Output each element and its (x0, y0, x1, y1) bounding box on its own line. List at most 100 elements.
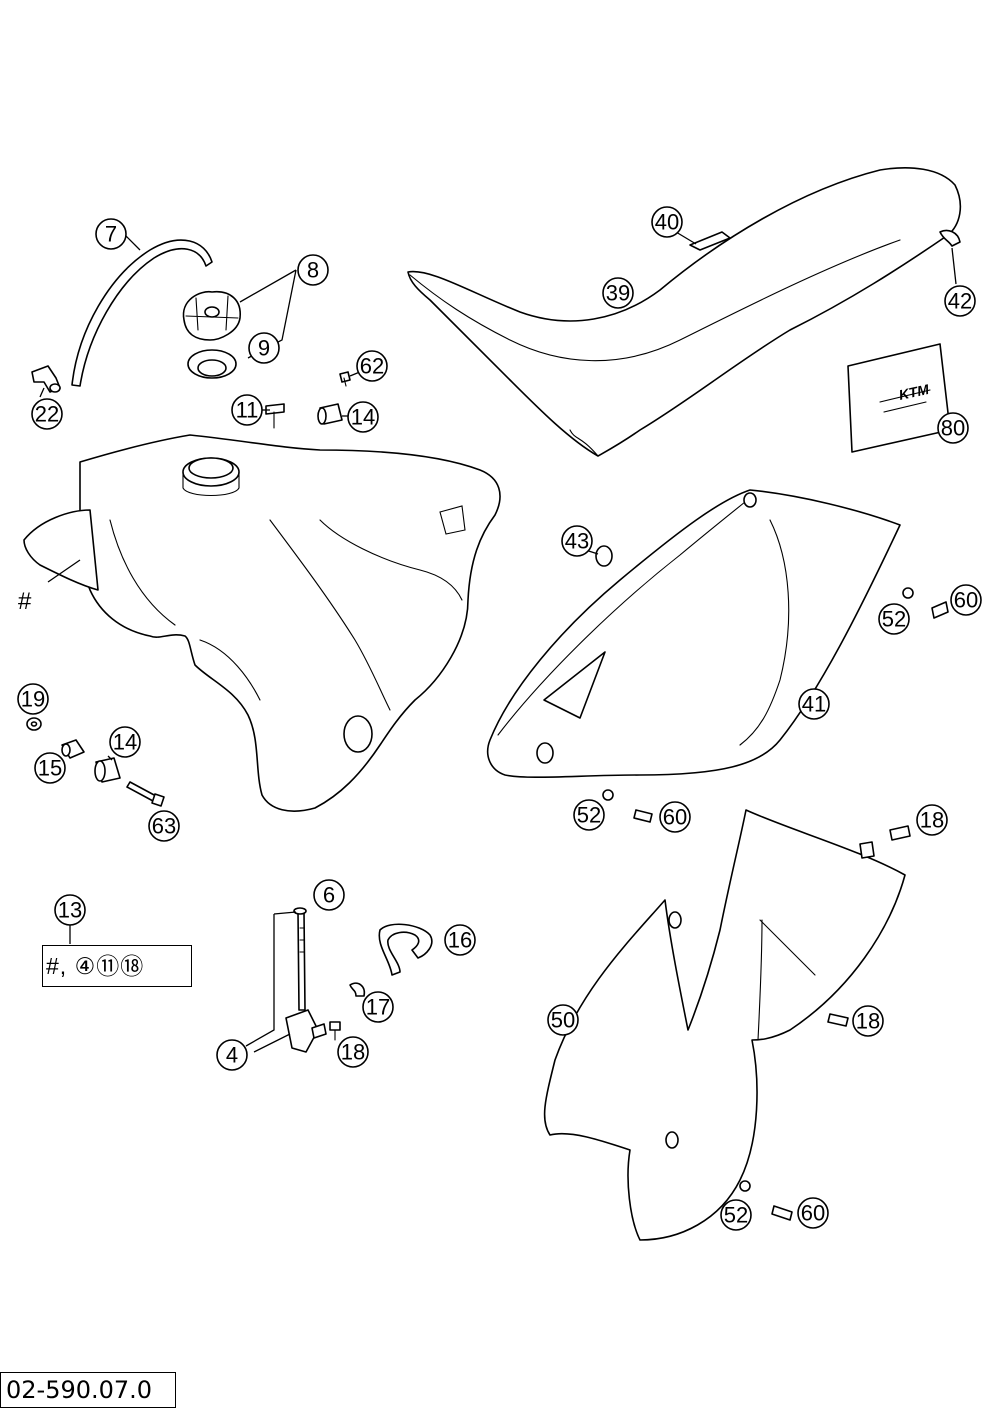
callout-13: 13 (54, 894, 86, 926)
washer-52-c (739, 1180, 751, 1192)
hose-clamp (349, 982, 366, 997)
callout-18-a: 18 (916, 804, 948, 836)
svg-text:18: 18 (920, 808, 944, 833)
seat-decal: KTM (847, 343, 951, 453)
callout-40: 40 (651, 206, 683, 238)
screw-18-a (889, 825, 911, 841)
drawing-code: 02-590.07.0 (6, 1376, 153, 1404)
callout-52-c: 52 (720, 1199, 752, 1231)
svg-text:40: 40 (655, 210, 679, 235)
screw-60-c (771, 1205, 793, 1221)
svg-text:7: 7 (105, 222, 117, 247)
callout-60-c: 60 (797, 1197, 829, 1229)
svg-text:14: 14 (351, 405, 375, 430)
kit-contents-text: #, ④⑪⑱ (46, 953, 145, 979)
callout-43: 43 (561, 525, 593, 557)
callout-52-a: 52 (878, 603, 910, 635)
svg-text:6: 6 (323, 883, 335, 908)
svg-text:42: 42 (948, 289, 972, 314)
callout-62: 62 (356, 350, 388, 382)
side-panel (543, 809, 906, 1241)
ktm-logo: KTM (897, 381, 930, 403)
svg-text:19: 19 (21, 687, 45, 712)
fuel-tank (23, 434, 501, 812)
svg-text:62: 62 (360, 354, 384, 379)
cap-gasket (187, 349, 237, 379)
svg-text:14: 14 (113, 730, 137, 755)
kit-contents-box (42, 945, 192, 987)
fuel-hose (378, 923, 433, 976)
svg-text:63: 63 (152, 814, 176, 839)
svg-text:13: 13 (58, 898, 82, 923)
callout-4: 4 (216, 1039, 248, 1071)
callout-52-b: 52 (573, 799, 605, 831)
filler-cap (182, 291, 241, 341)
svg-text:11: 11 (236, 398, 259, 423)
svg-text:22: 22 (35, 402, 59, 427)
svg-text:16: 16 (448, 928, 472, 953)
svg-text:8: 8 (307, 258, 319, 283)
callout-15: 15 (34, 752, 66, 784)
drawing-code-box (0, 1372, 176, 1408)
callout-6: 6 (313, 879, 345, 911)
svg-text:50: 50 (551, 1008, 575, 1033)
callout-11: 11 (231, 394, 263, 426)
screw-18-b (329, 1021, 341, 1041)
elbow-fitting (31, 365, 61, 393)
svg-text:60: 60 (801, 1201, 825, 1226)
callout-63: 63 (148, 810, 180, 842)
washer-19 (26, 717, 42, 731)
callout-18-c: 18 (852, 1005, 884, 1037)
svg-text:80: 80 (941, 416, 965, 441)
svg-text:41: 41 (802, 692, 826, 717)
bolt-63 (126, 781, 165, 807)
svg-text:52: 52 (577, 803, 601, 828)
collar-15 (61, 739, 85, 759)
svg-text:9: 9 (258, 336, 270, 361)
callout-80: 80 (937, 412, 969, 444)
svg-text:52: 52 (882, 607, 906, 632)
screw-18-c (827, 1013, 849, 1027)
tank-spoiler (486, 489, 901, 779)
callout-18-b: 18 (337, 1036, 369, 1068)
svg-text:18: 18 (341, 1040, 365, 1065)
bushing-14-top (317, 403, 343, 425)
washer-52-a (902, 587, 914, 599)
grommet-43 (595, 545, 613, 567)
callout-60-b: 60 (659, 801, 691, 833)
svg-text:60: 60 (954, 588, 978, 613)
callout-42: 42 (944, 285, 976, 317)
svg-text:60: 60 (663, 805, 687, 830)
callout-41: 41 (798, 688, 830, 720)
callout-14-top: 14 (347, 401, 379, 433)
svg-text:39: 39 (606, 281, 630, 306)
screw-60-a (931, 601, 949, 619)
bushing-14-lower (94, 757, 121, 783)
callout-9: 9 (248, 332, 280, 364)
seat (407, 167, 962, 457)
callout-7: 7 (95, 218, 127, 250)
svg-text:18: 18 (856, 1009, 880, 1034)
callout-19: 19 (17, 683, 49, 715)
hash-marker: # (18, 588, 32, 615)
svg-text:52: 52 (724, 1203, 748, 1228)
screw-11 (265, 403, 285, 429)
callout-39: 39 (602, 277, 634, 309)
washer-52-b (602, 789, 614, 801)
screw-60-b (633, 809, 653, 823)
callout-16: 16 (444, 924, 476, 956)
callout-17: 17 (362, 991, 394, 1023)
callout-50: 50 (547, 1004, 579, 1036)
svg-text:15: 15 (38, 756, 62, 781)
screw-62 (339, 371, 351, 387)
svg-text:43: 43 (565, 529, 589, 554)
o-ring (293, 907, 307, 915)
callout-60-a: 60 (950, 584, 982, 616)
callout-22: 22 (31, 398, 63, 430)
fuel-tap (285, 911, 327, 1053)
vent-hose (71, 239, 213, 387)
svg-text:4: 4 (226, 1043, 238, 1068)
callout-14-lower: 14 (109, 726, 141, 758)
callout-8: 8 (297, 254, 329, 286)
